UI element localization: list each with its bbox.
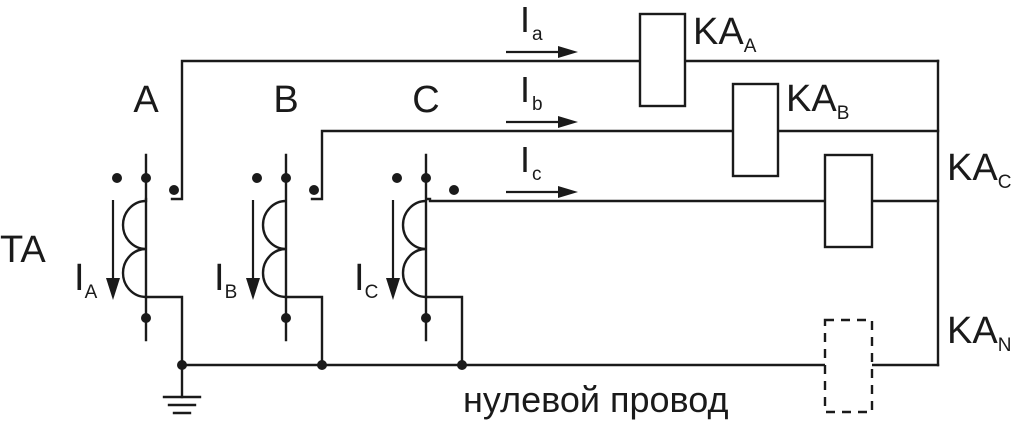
current-transformer-b <box>246 153 319 342</box>
neutral-wire-label: нулевой провод <box>463 379 728 420</box>
junction-dot-b <box>317 360 327 370</box>
transformer-label: TA <box>0 229 46 271</box>
wire-return-b <box>284 295 324 367</box>
wire-return-a <box>144 295 184 367</box>
phase-label-b: B <box>273 79 298 121</box>
wires <box>144 59 940 399</box>
relay-ka-a <box>638 12 687 108</box>
phase-label-a: A <box>133 79 159 121</box>
ground-symbol-icon <box>162 395 202 415</box>
wire-return-c <box>424 295 464 367</box>
junction-dot-ground <box>177 360 187 370</box>
junction-dot-c <box>457 360 467 370</box>
wire-phase-c <box>426 197 827 203</box>
relay-ka-n <box>823 318 874 414</box>
secondary-current-label-b: IB <box>214 257 237 303</box>
relay-ka-b <box>731 82 780 178</box>
secondary-winding-a <box>121 199 147 299</box>
relay-label-c: KAC <box>947 147 1011 193</box>
secondary-current-label-a: IA <box>74 257 98 303</box>
wire-phase-b <box>310 129 735 201</box>
phase-label-c: C <box>412 79 439 121</box>
secondary-winding-c <box>401 199 427 299</box>
current-transformer-a <box>106 153 179 342</box>
relay-ka-c <box>823 153 874 249</box>
current-transformer-c <box>386 153 459 342</box>
secondary-current-label-c: IC <box>354 257 378 303</box>
line-current-arrows <box>506 46 578 198</box>
relay-label-n: KAN <box>947 310 1011 356</box>
relay-label-b: KAB <box>786 78 849 124</box>
secondary-winding-b <box>261 199 287 299</box>
relay-label-a: KAA <box>693 11 757 57</box>
wire-phase-a <box>170 59 642 201</box>
